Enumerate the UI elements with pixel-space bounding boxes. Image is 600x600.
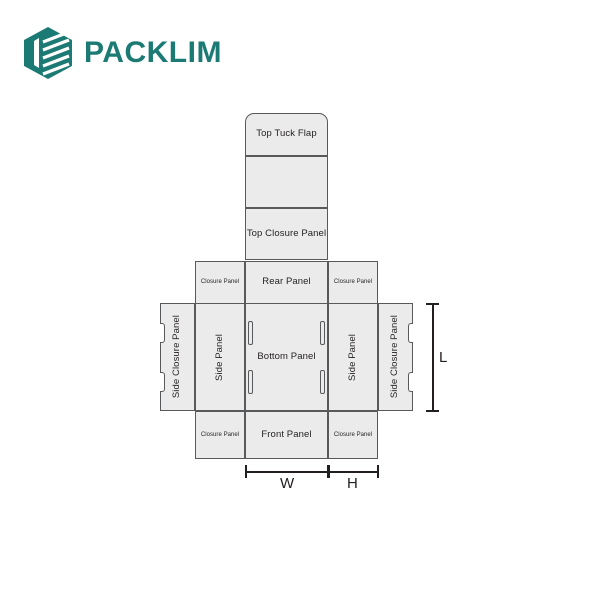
dimension-length-line (432, 303, 434, 411)
panel-side-right: Side Panel (328, 303, 378, 411)
dimension-height-label: H (347, 475, 358, 492)
slot-mark-right-lower (320, 370, 325, 394)
panel-top-closure: Top Closure Panel (245, 208, 328, 260)
panel-blank (245, 156, 328, 208)
panel-side-left-label: Side Panel (213, 333, 225, 381)
dimension-width-label: W (280, 475, 295, 492)
slot-mark-right-upper (320, 321, 325, 345)
dimension-height-line (328, 471, 378, 473)
panel-front-closure-left: Closure Panel (195, 411, 245, 459)
dimension-height-tick-start (328, 465, 330, 478)
panel-side-closure-right: Side Closure Panel (378, 303, 413, 411)
panel-rear-label: Rear Panel (262, 276, 311, 288)
notch-tab-right-upper (408, 323, 413, 343)
dimension-width-tick-start (245, 465, 247, 478)
dimension-height-tick-end (377, 465, 379, 478)
panel-front-closure-right: Closure Panel (328, 411, 378, 459)
hexagon-stripes-logo-icon (22, 26, 74, 80)
dimension-length-label: L (439, 349, 448, 366)
dimension-width-line (245, 471, 328, 473)
panel-top-tuck-flap-label: Top Tuck Flap (256, 128, 317, 140)
panel-top-tuck-flap: Top Tuck Flap (245, 113, 328, 156)
panel-bottom: Bottom Panel (245, 303, 328, 411)
slot-mark-left-upper (248, 321, 253, 345)
panel-side-right-label: Side Panel (346, 333, 358, 381)
panel-front-closure-right-label: Closure Panel (333, 431, 373, 438)
brand-header: PACKLIM (22, 26, 222, 80)
panel-rear-closure-right: Closure Panel (328, 261, 378, 304)
panel-front-label: Front Panel (261, 428, 312, 440)
panel-rear-closure-left-label: Closure Panel (200, 279, 240, 286)
panel-rear-closure-left: Closure Panel (195, 261, 245, 304)
dimension-width-tick-end (327, 465, 329, 478)
panel-front: Front Panel (245, 411, 328, 459)
panel-side-closure-right-label: Side Closure Panel (389, 315, 401, 399)
brand-wordmark: PACKLIM (84, 36, 222, 69)
panel-front-closure-left-label: Closure Panel (200, 431, 240, 438)
notch-tab-left-upper (160, 323, 165, 343)
notch-tab-left-lower (160, 372, 165, 392)
dimension-length-tick-start (426, 303, 439, 305)
panel-rear-closure-right-label: Closure Panel (333, 279, 373, 286)
notch-tab-right-lower (408, 372, 413, 392)
panel-side-closure-left-label: Side Closure Panel (171, 315, 183, 399)
panel-side-left: Side Panel (195, 303, 245, 411)
panel-side-closure-left: Side Closure Panel (160, 303, 195, 411)
panel-rear: Rear Panel (245, 261, 328, 304)
slot-mark-left-lower (248, 370, 253, 394)
panel-top-closure-label: Top Closure Panel (246, 227, 327, 239)
panel-bottom-label: Bottom Panel (257, 350, 316, 362)
dimension-length-tick-end (426, 410, 439, 412)
